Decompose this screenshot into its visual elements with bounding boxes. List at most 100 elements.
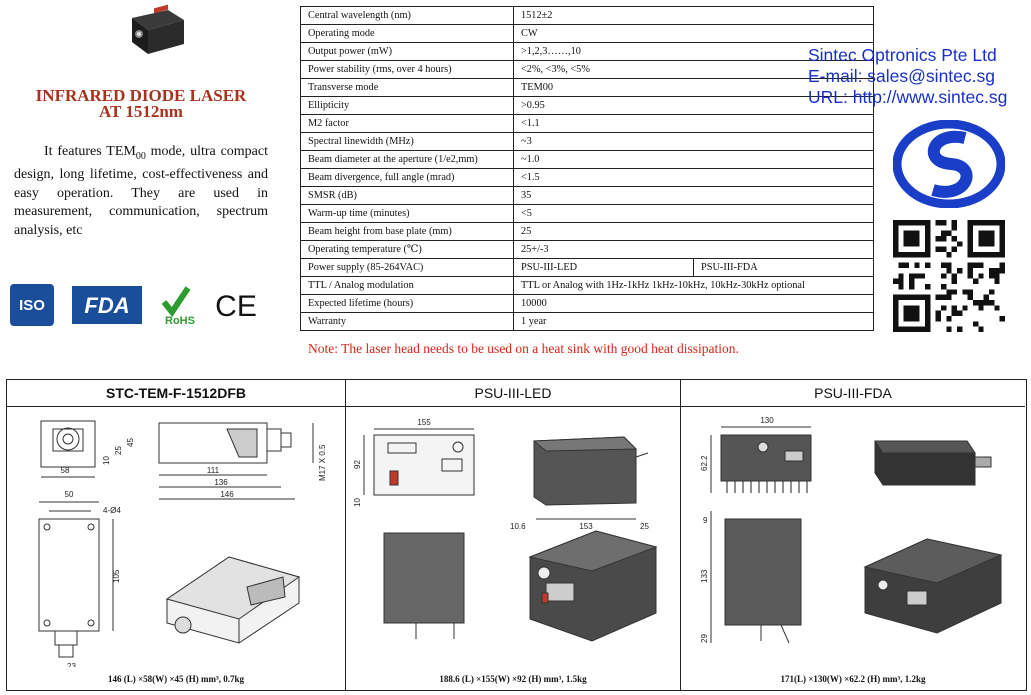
spec-key: M2 factor [300, 114, 514, 133]
psu-fda-title: PSU-III-FDA [681, 380, 1025, 407]
psu-led-title: PSU-III-LED [346, 380, 680, 407]
spec-value: 25 [513, 222, 874, 241]
laser-product-photo [132, 4, 184, 54]
psu-led-panel: PSU-III-LED 155 92 10 10. [346, 380, 681, 690]
laser-head-caption: 146 (L) ×58(W) ×45 (H) mm³, 0.7kg [108, 674, 244, 684]
spec-key: Beam diameter at the aperture (1/e2,mm) [300, 150, 514, 169]
company-email[interactable]: E-mail: sales@sintec.sg [808, 66, 995, 86]
psu-fda-caption: 171(L) ×130(W) ×62.2 (H) mm³, 1.2kg [780, 674, 926, 684]
svg-text:RoHS: RoHS [165, 315, 195, 326]
qr-code-icon [893, 220, 1005, 332]
product-title-line1: INFRARED DIODE LASER [35, 86, 247, 105]
spec-row: Beam divergence, full angle (mrad)<1.5 [300, 168, 874, 187]
dim-label: 62.2 [700, 455, 709, 471]
dim-label: 146 [220, 490, 234, 499]
company-logo-icon [893, 120, 1005, 208]
dim-label: 105 [112, 569, 121, 583]
dim-label: 10 [353, 498, 362, 507]
certification-logos: ISO FDA RoHS CE [10, 284, 257, 326]
spec-row: Spectral linewidth (MHz)~3 [300, 132, 874, 151]
dim-label: 29 [700, 634, 709, 643]
spec-key: Output power (mW) [300, 42, 514, 61]
spec-value: ~1.0 [513, 150, 874, 169]
spec-value: TTL or Analog with 1Hz-1kHz 1kHz-10kHz, … [513, 276, 874, 295]
spec-row: Central wavelength (nm)1512±2 [300, 6, 874, 25]
spec-row: Beam diameter at the aperture (1/e2,mm)~… [300, 150, 874, 169]
spec-key: Beam divergence, full angle (mrad) [300, 168, 514, 187]
product-description: It features TEM00 mode, ultra compact de… [14, 144, 269, 238]
dim-label: 25 [640, 522, 649, 531]
spec-value: 10000 [513, 294, 874, 313]
spec-value: 1 year [513, 312, 874, 331]
spec-row: Beam height from base plate (mm)25 [300, 222, 874, 241]
dim-label: 4-Ø4 [103, 506, 121, 515]
spec-value: CW [513, 24, 874, 43]
spec-value: 25+/-3 [513, 240, 874, 259]
dim-label: M17 X 0.5 [318, 444, 327, 481]
spec-row: Warm-up time (minutes)<5 [300, 204, 874, 223]
spec-key: TTL / Analog modulation [300, 276, 514, 295]
spec-row: SMSR (dB)35 [300, 186, 874, 205]
psu-led-drawing: 155 92 10 10.6 153 25 [353, 418, 658, 642]
rohs-logo-icon: RoHS [161, 286, 195, 326]
spec-key: Ellipticity [300, 96, 514, 115]
fda-logo-icon: FDA [72, 286, 142, 324]
spec-row: Power stability (rms, over 4 hours)<2%, … [300, 60, 874, 79]
spec-value: PSU-III-FDA [693, 258, 874, 277]
iso-logo-icon: ISO [10, 284, 54, 326]
dim-label: 136 [214, 478, 228, 487]
dim-label: 130 [760, 416, 774, 425]
spec-row: M2 factor<1.1 [300, 114, 874, 133]
spec-key: Warm-up time (minutes) [300, 204, 514, 223]
product-title: INFRARED DIODE LASER AT 1512nm [14, 86, 268, 121]
dim-label: 45 [126, 438, 135, 447]
spec-value: ~3 [513, 132, 874, 151]
psu-fda-drawing: 130 62.2 9 133 29 [700, 416, 1003, 644]
dim-label: 58 [61, 466, 70, 475]
spec-value: <1.5 [513, 168, 874, 187]
spec-key: Operating temperature (℃) [300, 240, 514, 259]
dim-label: 23 [67, 662, 76, 667]
company-url[interactable]: URL: http://www.sintec.sg [808, 87, 1008, 107]
spec-value: <1.1 [513, 114, 874, 133]
company-name: Sintec Optronics Pte Ltd [808, 45, 997, 65]
product-title-line2: AT 1512nm [99, 102, 183, 121]
laser-head-panel: STC-TEM-F-1512DFB 58 [7, 380, 346, 690]
dim-label: 133 [700, 569, 709, 583]
svg-text:FDA: FDA [84, 293, 129, 318]
heat-sink-note: Note: The laser head needs to be used on… [308, 341, 739, 356]
spec-row: Output power (mW)>1,2,3……,10 [300, 42, 874, 61]
spec-value: PSU-III-LED [513, 258, 694, 277]
svg-text:ISO: ISO [19, 297, 45, 314]
dim-label: 10 [102, 456, 111, 465]
svg-text:CE: CE [215, 290, 257, 323]
dim-label: 153 [579, 522, 593, 531]
dim-label: 25 [114, 446, 123, 455]
spec-key: Power supply (85-264VAC) [300, 258, 514, 277]
dim-label: 92 [353, 460, 362, 469]
spec-key: Central wavelength (nm) [300, 6, 514, 25]
spec-row: Expected lifetime (hours)10000 [300, 294, 874, 313]
spec-key: Transverse mode [300, 78, 514, 97]
spec-key: Expected lifetime (hours) [300, 294, 514, 313]
dim-label: 10.6 [510, 522, 526, 531]
company-info: Sintec Optronics Pte Ltd E-mail: sales@s… [808, 45, 1007, 108]
spec-row: Operating temperature (℃)25+/-3 [300, 240, 874, 259]
spec-key: Spectral linewidth (MHz) [300, 132, 514, 151]
spec-key: Warranty [300, 312, 514, 331]
spec-key: Power stability (rms, over 4 hours) [300, 60, 514, 79]
spec-value: 1512±2 [513, 6, 874, 25]
spec-key: Operating mode [300, 24, 514, 43]
dim-label: 155 [417, 418, 431, 427]
spec-value: 35 [513, 186, 874, 205]
drawings-panel: STC-TEM-F-1512DFB 58 [6, 379, 1027, 691]
laser-head-drawing: 58 50 10 25 45 111 136 146 M17 X 0.5 4-Ø… [38, 420, 327, 667]
ce-logo-icon: CE [215, 290, 257, 323]
spec-key: Beam height from base plate (mm) [300, 222, 514, 241]
dim-label: 111 [207, 466, 220, 475]
